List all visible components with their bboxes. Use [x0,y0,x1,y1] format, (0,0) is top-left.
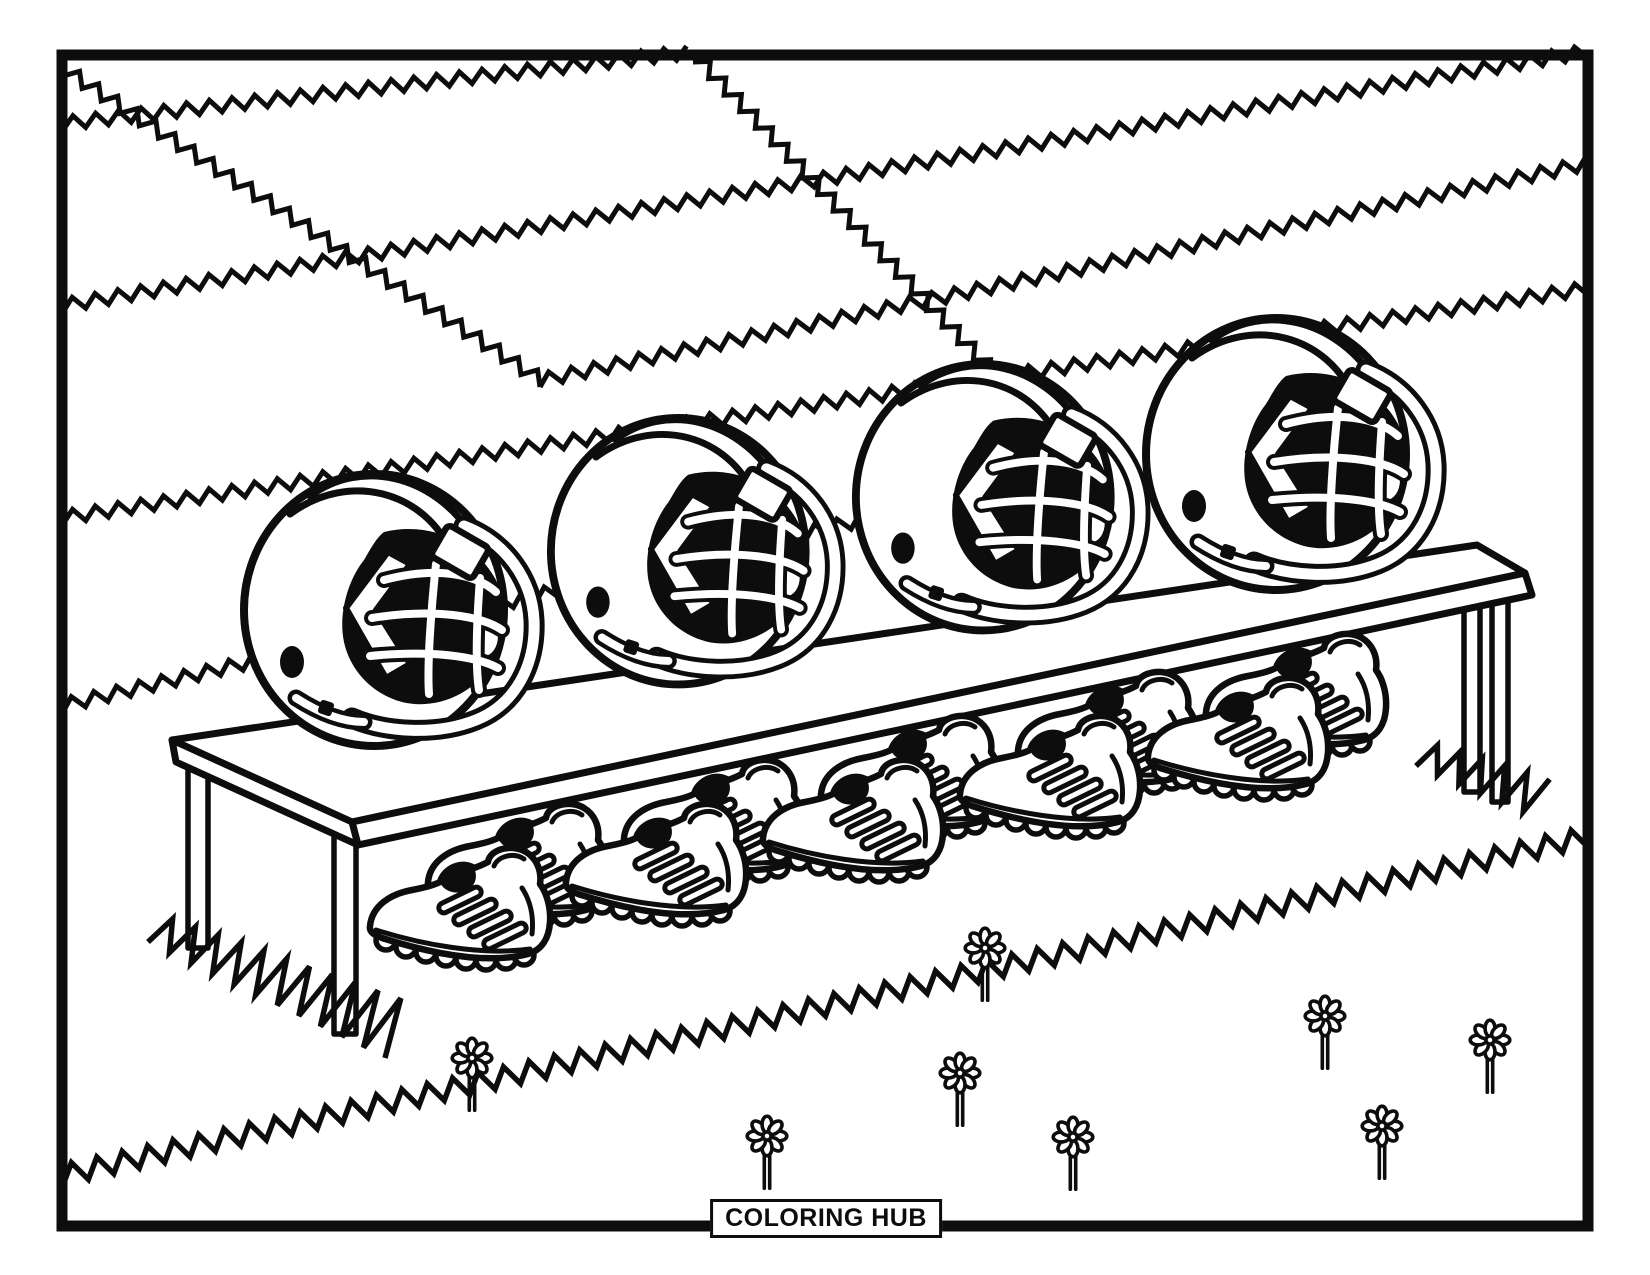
grass-line-zigzag [146,912,404,1059]
brand-badge: COLORING HUB [710,1199,942,1238]
field-line-zigzag [62,68,543,388]
field-line-zigzag [537,156,1588,389]
brand-badge-label: COLORING HUB [725,1204,927,1232]
grass-zigzag-lines [60,738,1590,1186]
football-helmet [551,418,835,685]
daisy-flower [745,1114,789,1190]
daisy-flower [1360,1104,1404,1180]
daisy-flower [963,926,1007,1003]
daisy-flower [450,1036,494,1112]
football-helmet [856,364,1140,631]
bench [168,541,1536,1037]
daisy-flower [938,1051,982,1127]
grass-line-zigzag [1414,738,1552,821]
football-helmet [244,474,534,746]
daisy-flower [1303,994,1347,1070]
flowers [450,926,1512,1191]
football-helmet [1146,318,1436,590]
daisy-flower [1468,1018,1512,1094]
daisy-flower [1051,1115,1095,1191]
grass-line-zigzag [60,825,1590,1186]
field-line-zigzag [60,43,1590,314]
field-line-zigzag [692,58,1025,411]
bench-slab [168,541,1536,849]
field-line-zigzag [60,44,689,132]
